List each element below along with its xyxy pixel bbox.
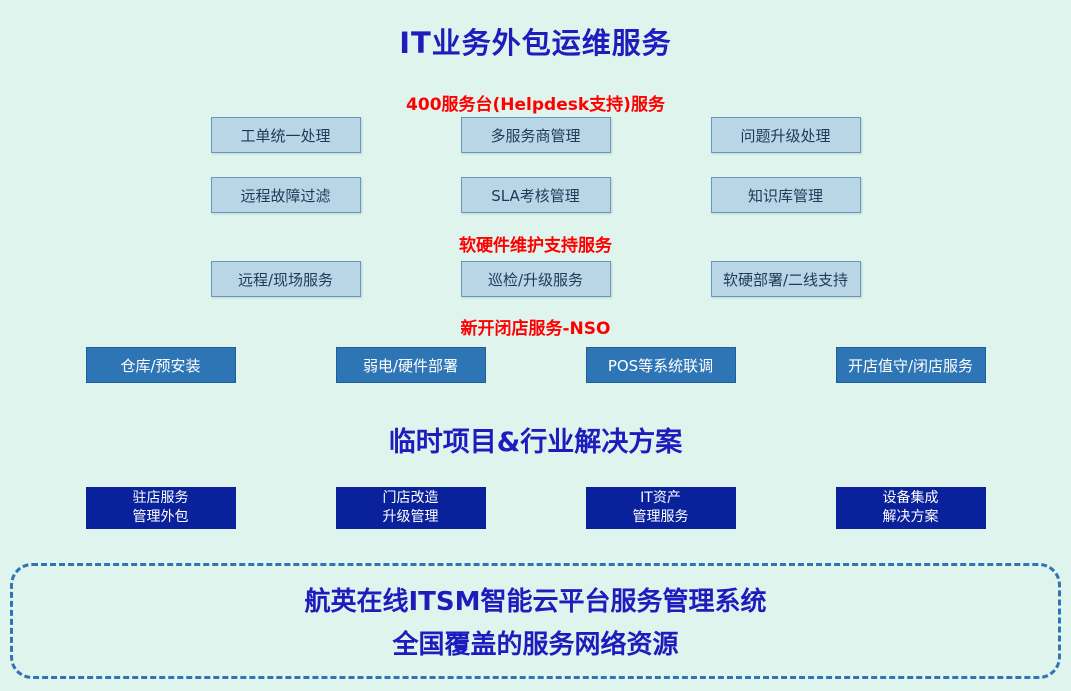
project-box: 设备集成 解决方案 xyxy=(835,487,986,529)
project-box-line1: 门店改造 xyxy=(382,490,439,507)
project-box: 门店改造 升级管理 xyxy=(335,487,486,529)
projects-heading: 临时项目&行业解决方案 xyxy=(388,427,683,458)
service-box: 仓库/预安装 xyxy=(85,347,236,383)
service-box: 巡检/升级服务 xyxy=(460,261,611,297)
project-box-line2: 解决方案 xyxy=(882,509,939,525)
box-row-1: 工单统一处理 多服务商管理 问题升级处理 xyxy=(0,117,1071,153)
service-box: 弱电/硬件部署 xyxy=(335,347,486,383)
section-heading-nso: 新开闭店服务-NSO xyxy=(460,319,611,339)
project-box-line2: 管理外包 xyxy=(132,509,189,525)
project-box-line1: 驻店服务 xyxy=(132,490,189,507)
service-box: 开店值守/闭店服务 xyxy=(835,347,986,383)
project-box-line1: 设备集成 xyxy=(882,490,939,507)
service-box: 问题升级处理 xyxy=(710,117,861,153)
service-box: 软硬部署/二线支持 xyxy=(710,261,861,297)
service-box: 远程故障过滤 xyxy=(210,177,361,213)
project-box: IT资产 管理服务 xyxy=(585,487,736,529)
project-box: 驻店服务 管理外包 xyxy=(85,487,236,529)
box-row-5: 驻店服务 管理外包 门店改造 升级管理 IT资产 管理服务 设备集成 解决方案 xyxy=(0,487,1071,529)
section-heading-maintenance: 软硬件维护支持服务 xyxy=(459,236,612,256)
service-box: 工单统一处理 xyxy=(210,117,361,153)
page-title: IT业务外包运维服务 xyxy=(399,26,672,60)
project-box-line2: 管理服务 xyxy=(632,509,689,525)
footer-line-2: 全国覆盖的服务网络资源 xyxy=(392,630,679,660)
box-row-4: 仓库/预安装 弱电/硬件部署 POS等系统联调 开店值守/闭店服务 xyxy=(0,347,1071,383)
footer-banner: 航英在线ITSM智能云平台服务管理系统 全国覆盖的服务网络资源 xyxy=(10,563,1061,679)
project-box-line2: 升级管理 xyxy=(382,509,439,525)
service-box: 远程/现场服务 xyxy=(210,261,361,297)
service-box: POS等系统联调 xyxy=(585,347,736,383)
service-box: 知识库管理 xyxy=(710,177,861,213)
service-box: SLA考核管理 xyxy=(460,177,611,213)
footer-line-1: 航英在线ITSM智能云平台服务管理系统 xyxy=(304,587,767,617)
project-box-line1: IT资产 xyxy=(640,490,681,507)
box-row-2: 远程故障过滤 SLA考核管理 知识库管理 xyxy=(0,177,1071,213)
section-heading-helpdesk: 400服务台(Helpdesk支持)服务 xyxy=(406,95,665,115)
box-row-3: 远程/现场服务 巡检/升级服务 软硬部署/二线支持 xyxy=(0,261,1071,297)
service-box: 多服务商管理 xyxy=(460,117,611,153)
